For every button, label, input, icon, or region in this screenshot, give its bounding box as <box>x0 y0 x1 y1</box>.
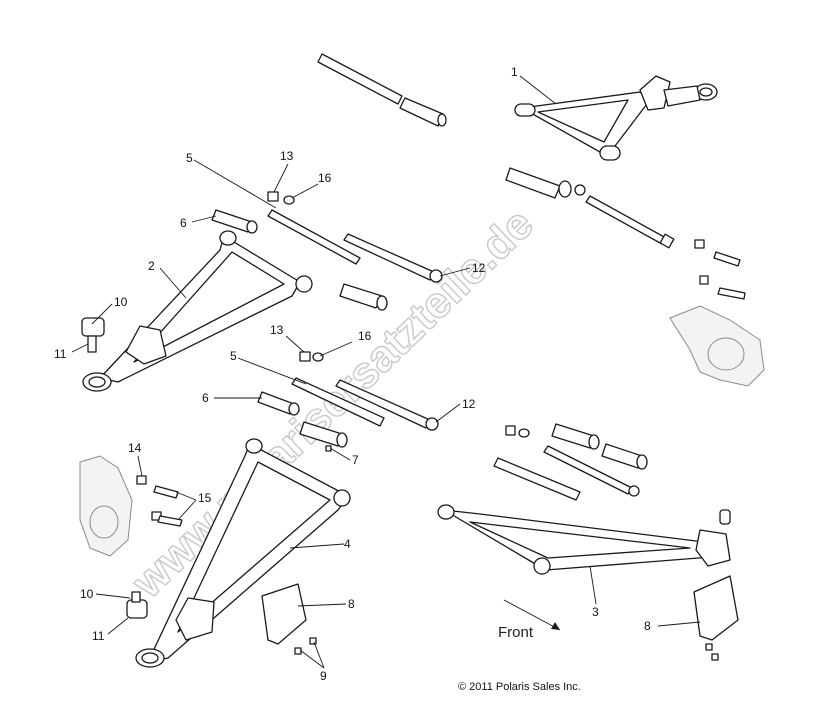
screws-left <box>294 637 317 655</box>
callout-15: 15 <box>198 491 212 505</box>
callout-10b: 10 <box>80 587 94 601</box>
bushings-bolt-upper-right <box>505 167 675 249</box>
front-direction-arrow <box>503 599 561 631</box>
small-hardware-left <box>136 475 183 527</box>
callout-13b: 13 <box>270 323 284 337</box>
callout-6b: 6 <box>202 391 209 405</box>
a-arm-upper-front <box>514 75 718 161</box>
spindle-right <box>669 305 765 387</box>
callout-8a: 8 <box>348 597 355 611</box>
leader-lines <box>71 75 701 669</box>
callout-4: 4 <box>344 537 351 551</box>
ball-joint-lower <box>126 591 148 619</box>
callout-3: 3 <box>592 605 599 619</box>
guard-plate-left <box>261 583 307 645</box>
pivot-parts-lower <box>257 351 439 452</box>
callout-7: 7 <box>352 453 359 467</box>
callout-6a: 6 <box>180 216 187 230</box>
callout-11b: 11 <box>92 629 105 643</box>
front-label: Front <box>498 624 534 641</box>
guard-plate-right <box>693 575 739 641</box>
a-arm-lower-right <box>437 504 731 575</box>
ball-joint-upper <box>81 317 105 353</box>
callout-14: 14 <box>128 441 142 455</box>
pivot-parts-upper <box>211 191 443 311</box>
pivot-tube-top <box>317 53 447 127</box>
callout-1: 1 <box>511 65 518 79</box>
callout-13a: 13 <box>280 149 294 163</box>
spindle-left <box>79 455 133 557</box>
callout-12b: 12 <box>462 397 476 411</box>
callout-8b: 8 <box>644 619 651 633</box>
callout-12a: 12 <box>472 261 486 275</box>
callout-2: 2 <box>148 259 155 273</box>
callouts: 1 2 3 4 5 5 6 6 7 8 8 9 10 10 11 11 12 1… <box>54 65 651 683</box>
a-arm-upper-left <box>82 230 313 392</box>
screws-right <box>705 643 719 661</box>
small-hardware-right <box>694 239 746 300</box>
copyright-caption: © 2011 Polaris Sales Inc. <box>458 681 581 693</box>
a-arm-lower-left <box>135 438 351 668</box>
callout-5b: 5 <box>230 349 237 363</box>
callout-9: 9 <box>320 669 327 683</box>
callout-16a: 16 <box>318 171 332 185</box>
callout-10a: 10 <box>114 295 128 309</box>
pivot-parts-lower-right <box>493 423 648 501</box>
callout-11a: 11 <box>54 347 67 361</box>
callout-16b: 16 <box>358 329 372 343</box>
callout-5a: 5 <box>186 151 193 165</box>
